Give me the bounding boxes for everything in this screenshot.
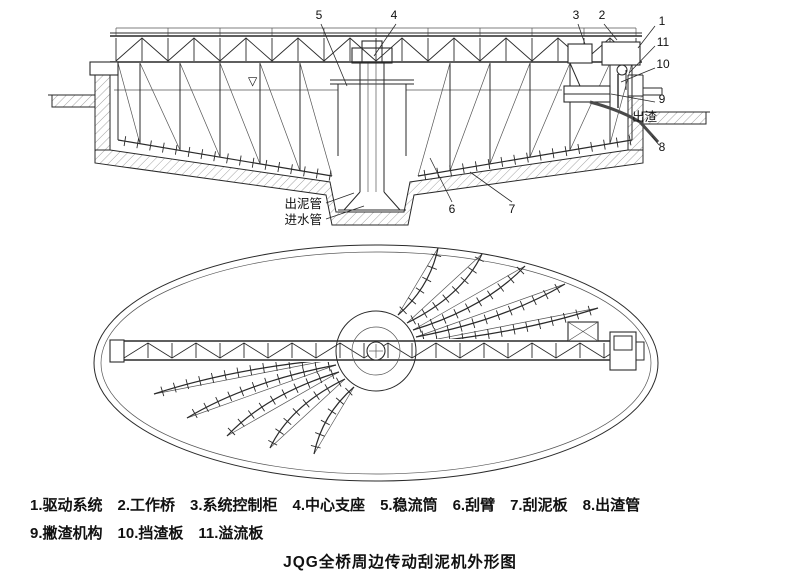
legend-item-8: 8.出渣管 (582, 497, 641, 514)
callout-10: 10 (656, 57, 670, 71)
control-cabinet (567, 43, 593, 64)
callout-8: 8 (659, 140, 666, 154)
center-hub (335, 310, 417, 392)
blade-ticks (417, 266, 525, 333)
legend-item-3: 3.系统控制柜 (190, 497, 278, 514)
skimmer-assembly (563, 62, 663, 144)
legend-row-1: 1.驱动系统 2.工作桥 3.系统控制柜 4.中心支座 5.稳流筒 6.刮臂 7… (30, 494, 640, 515)
legend-item-9: 9.撇渣机构 (30, 525, 103, 542)
stilling-well (330, 79, 414, 156)
legend-row-2: 9.撇渣机构 10.挡渣板 11.溢流板 (30, 522, 263, 543)
water-surface: ▽ (114, 74, 562, 91)
drive-unit-plan (609, 331, 645, 371)
legend-item-1: 1.驱动系统 (30, 497, 103, 514)
discharge-pipe (589, 100, 660, 144)
blade-ticks (227, 369, 335, 436)
callout-7: 7 (509, 202, 516, 216)
center-column (338, 40, 406, 211)
control-cabinet-plan (567, 321, 599, 342)
label-inlet-pipe: 进水管 (284, 212, 322, 227)
work-bridge-truss (89, 27, 642, 76)
legend-item-5: 5.稳流筒 (380, 497, 438, 514)
elevation-view: ▽ (48, 8, 710, 227)
blade-ticks (123, 136, 332, 181)
blade-ticks (268, 377, 342, 446)
callout-6: 6 (449, 202, 456, 216)
blade-ticks (191, 361, 331, 419)
callout-5: 5 (316, 8, 323, 22)
water-level-symbol: ▽ (248, 74, 258, 88)
scraper-blade-row-right (417, 139, 633, 177)
tank-outline (93, 244, 659, 482)
plan-view (93, 244, 659, 482)
underwater-truss (117, 62, 633, 181)
bridge-bearing-left (89, 61, 119, 76)
legend-item-11: 11.溢流板 (198, 525, 264, 542)
scraper-blade-row-left (117, 139, 333, 177)
drive-unit (601, 41, 641, 76)
blade-ticks (310, 387, 353, 449)
legend-item-2: 2.工作桥 (117, 497, 176, 514)
scraper-diagram: ▽ (48, 8, 710, 482)
label-discharge: 出渣 (632, 110, 658, 124)
center-bearing (351, 47, 393, 64)
legend-item-6: 6.刮臂 (452, 497, 496, 514)
elevation-callouts: 5 4 3 2 1 11 10 9 8 6 7 出渣 出泥管 进水管 (284, 8, 670, 227)
blade-ticks (421, 283, 561, 341)
callout-4: 4 (391, 8, 398, 22)
legend-item-4: 4.中心支座 (292, 497, 366, 514)
callout-9: 9 (659, 92, 666, 106)
blade-ticks (399, 253, 442, 315)
callout-3: 3 (573, 8, 580, 22)
bridge-end-plate (109, 339, 125, 363)
legend-item-10: 10.挡渣板 (117, 525, 184, 542)
callout-11: 11 (657, 35, 670, 49)
callout-1: 1 (659, 14, 666, 28)
tank-section (48, 74, 710, 226)
blade-ticks (410, 256, 484, 325)
drawing-title: JQG全桥周边传动刮泥机外形图 (283, 554, 517, 571)
label-mud-pipe: 出泥管 (284, 196, 322, 211)
callout-2: 2 (599, 8, 606, 22)
legend-item-7: 7.刮泥板 (510, 497, 568, 514)
